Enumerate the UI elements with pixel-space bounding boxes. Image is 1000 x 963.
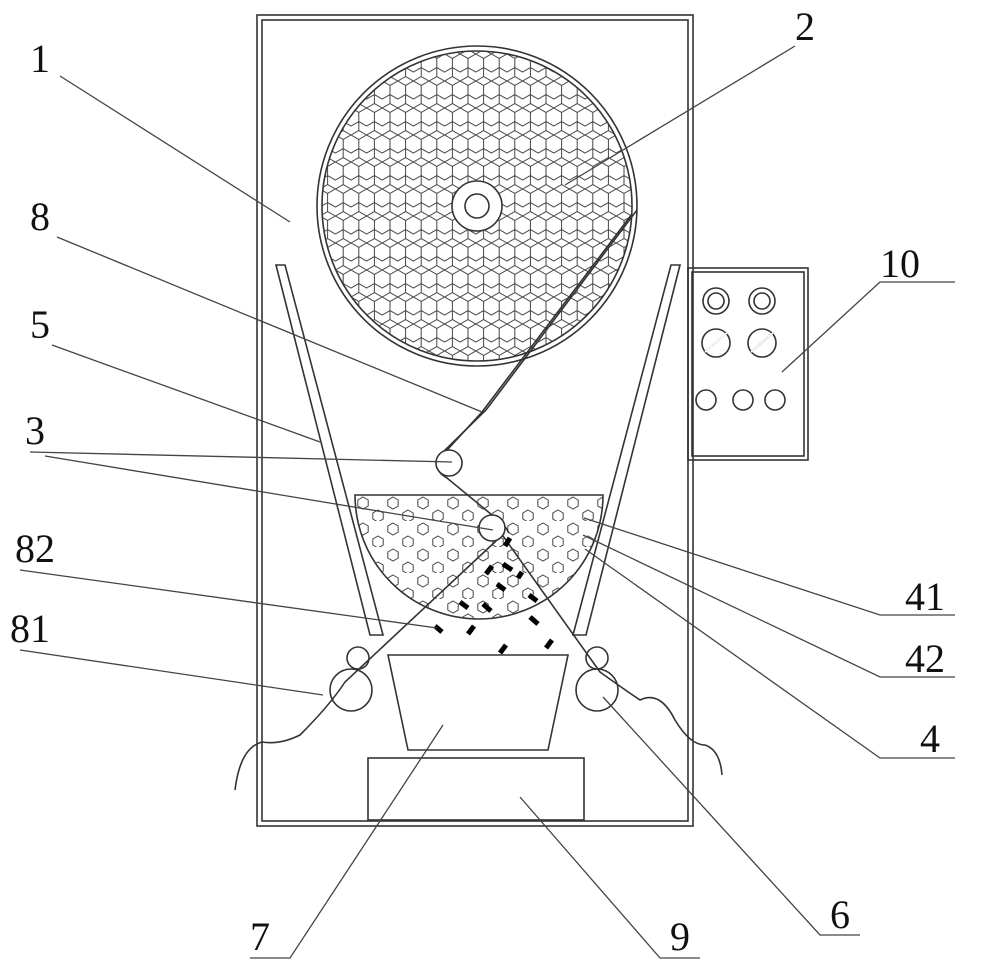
button-icon — [696, 390, 716, 410]
label-bowl: 4 — [920, 716, 940, 761]
label-reel: 2 — [795, 4, 815, 49]
knob-icon — [748, 329, 776, 357]
reel — [317, 46, 637, 366]
label-bucket: 7 — [250, 914, 270, 959]
label-control-panel: 10 — [880, 241, 920, 286]
label-base: 9 — [670, 914, 690, 959]
button-icon — [765, 390, 785, 410]
indicator-light-icon — [703, 288, 729, 314]
label-housing: 1 — [30, 36, 50, 81]
label-strip-82: 82 — [15, 526, 55, 571]
label-mesh-42: 42 — [905, 636, 945, 681]
knob-icon — [702, 329, 730, 357]
label-mesh-41: 41 — [905, 574, 945, 619]
label-rollers: 3 — [25, 408, 45, 453]
collection-bucket — [388, 655, 568, 750]
indicator-light-icon — [749, 288, 775, 314]
label-feed-roller: 6 — [830, 892, 850, 937]
label-strip-81: 81 — [10, 606, 50, 651]
label-guide: 5 — [30, 302, 50, 347]
button-icon — [733, 390, 753, 410]
label-belt: 8 — [30, 194, 50, 239]
